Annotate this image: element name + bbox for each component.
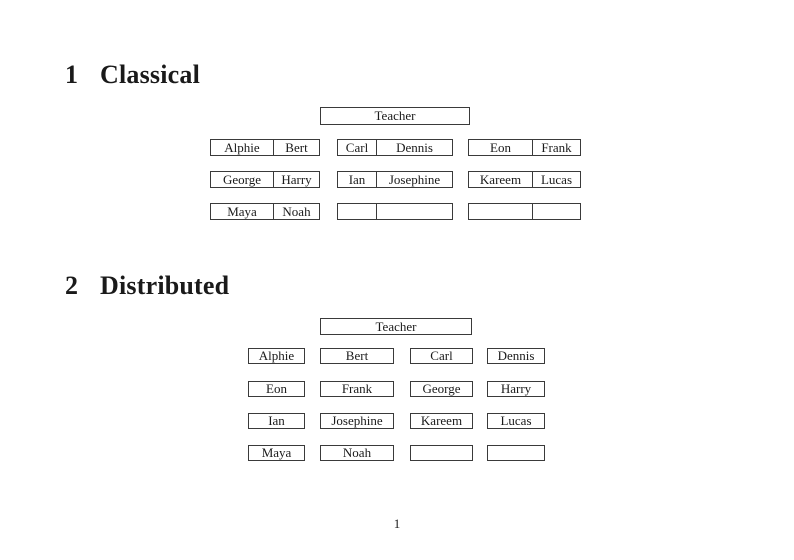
section-title: Distributed xyxy=(100,271,230,300)
desk-seat: Josephine xyxy=(331,413,383,428)
desk-seat: Noah xyxy=(282,203,311,219)
section-number: 1 xyxy=(65,60,79,89)
desk-seat: Harry xyxy=(500,381,532,396)
desk-seat: Alphie xyxy=(258,348,295,363)
desk: George Harry xyxy=(210,171,320,188)
desk: Kareem xyxy=(410,413,473,429)
desk: Noah xyxy=(320,445,394,461)
desk: George xyxy=(410,381,473,397)
desk-seat xyxy=(488,446,544,460)
section-number: 2 xyxy=(65,271,79,300)
desk-seat: George xyxy=(211,172,274,187)
desk-seat: Alphie xyxy=(211,140,274,155)
desk-seat: Eon xyxy=(266,381,287,396)
desk-seat: Frank xyxy=(541,139,572,155)
desk: Eon Frank xyxy=(468,139,581,156)
desk-seat: Bert xyxy=(345,348,369,363)
desk: Maya xyxy=(248,445,305,461)
desk: Carl Dennis xyxy=(337,139,453,156)
desk-empty xyxy=(487,445,545,461)
teacher-box: Teacher xyxy=(320,318,472,335)
desk-seat: Kareem xyxy=(469,172,533,187)
desk: Harry xyxy=(487,381,545,397)
desk-seat: Carl xyxy=(430,348,453,363)
desk-empty xyxy=(468,203,581,220)
desk: Bert xyxy=(320,348,394,364)
desk: Lucas xyxy=(487,413,545,429)
page-number: 1 xyxy=(393,516,401,531)
section-title: Classical xyxy=(100,60,201,89)
desk: Alphie Bert xyxy=(210,139,320,156)
desk-seat: Bert xyxy=(285,139,308,155)
desk: Dennis xyxy=(487,348,545,364)
desk-seat: Ian xyxy=(338,172,377,187)
desk-seat: Frank xyxy=(341,381,373,396)
desk-seat: Lucas xyxy=(540,171,573,187)
desk: Maya Noah xyxy=(210,203,320,220)
desk-seat: Josephine xyxy=(388,171,441,187)
desk-seat: Dennis xyxy=(497,348,535,363)
desk-seat: Eon xyxy=(469,140,533,155)
desk: Ian Josephine xyxy=(337,171,453,188)
desk-seat: Ian xyxy=(268,413,285,428)
desk-seat: Dennis xyxy=(396,139,433,155)
desk-seat: Harry xyxy=(281,171,312,187)
desk: Carl xyxy=(410,348,473,364)
teacher-box: Teacher xyxy=(320,107,470,125)
desk-seat: George xyxy=(422,381,461,396)
section-heading-distributed: 2 Distributed xyxy=(65,271,230,300)
desk: Eon xyxy=(248,381,305,397)
desk-seat: Maya xyxy=(211,204,274,219)
desk: Alphie xyxy=(248,348,305,364)
desk-seat xyxy=(533,204,580,219)
desk-seat xyxy=(377,204,452,219)
desk-seat: Lucas xyxy=(500,413,532,428)
desk: Kareem Lucas xyxy=(468,171,581,188)
desk-seat: Carl xyxy=(338,140,377,155)
desk-seat xyxy=(338,204,377,219)
desk: Ian xyxy=(248,413,305,429)
desk-seat xyxy=(411,446,472,460)
desk: Frank xyxy=(320,381,394,397)
desk-seat: Maya xyxy=(261,445,292,460)
section-heading-classical: 1 Classical xyxy=(65,60,201,89)
desk-seat: Noah xyxy=(342,445,372,460)
desk-empty xyxy=(337,203,453,220)
desk-seat: Kareem xyxy=(420,413,463,428)
desk-seat xyxy=(469,204,533,219)
desk-empty xyxy=(410,445,473,461)
desk: Josephine xyxy=(320,413,394,429)
